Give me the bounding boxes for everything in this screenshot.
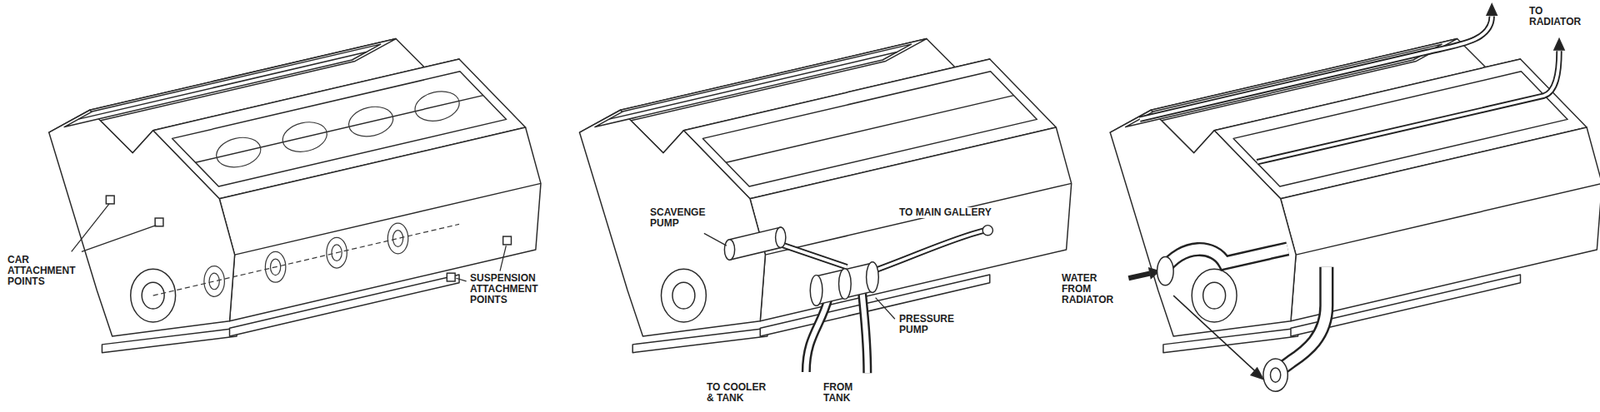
inlet-pipe bbox=[1128, 273, 1151, 279]
bearing-bore bbox=[331, 245, 342, 262]
pump-end bbox=[724, 240, 735, 260]
leader-line bbox=[455, 278, 466, 282]
pipe-outline bbox=[867, 230, 985, 274]
bearing-web bbox=[265, 251, 285, 283]
callout-label: FROM TANK bbox=[822, 382, 868, 405]
water-line bbox=[1173, 295, 1257, 374]
cylinder-bore bbox=[411, 87, 462, 126]
callout-label: TO MAIN GALLERY bbox=[898, 207, 993, 219]
callout-label: PRESSURE PUMP bbox=[898, 314, 967, 336]
leader-lines bbox=[71, 204, 507, 282]
pump-flange bbox=[866, 262, 880, 294]
pipe-core bbox=[867, 230, 985, 274]
water-system bbox=[1128, 4, 1565, 392]
leader-line bbox=[81, 225, 156, 253]
flow-arrow bbox=[1486, 4, 1497, 15]
pipe-core bbox=[1257, 50, 1560, 162]
pipe-core bbox=[805, 298, 829, 373]
flow-arrow bbox=[1554, 39, 1565, 50]
water-pump bbox=[1263, 359, 1288, 392]
engine-view bbox=[49, 39, 541, 354]
pipe-core bbox=[1140, 16, 1492, 120]
water-pump-hub bbox=[1270, 368, 1280, 383]
callout-label: WATER FROM RADIATOR bbox=[1060, 273, 1126, 307]
callout-label: SCAVENGE PUMP bbox=[649, 207, 718, 230]
callout-label: SUSPENSION ATTACHMENT POINTS bbox=[469, 273, 546, 307]
tube-outline bbox=[1163, 249, 1288, 271]
tube-outline bbox=[1275, 267, 1327, 374]
pipe-core bbox=[862, 294, 868, 375]
leader-line bbox=[875, 298, 895, 320]
callout-label: TO COOLER & TANK bbox=[705, 382, 773, 405]
callout-label: CAR ATTACHMENT POINTS bbox=[6, 255, 80, 289]
crank-axis bbox=[153, 224, 460, 296]
bearing-web bbox=[326, 237, 347, 269]
illustration-group bbox=[49, 4, 1600, 392]
leader-line bbox=[500, 245, 506, 272]
cylinder-bore bbox=[345, 102, 396, 141]
flow-arrow bbox=[1250, 368, 1264, 380]
pipe-outline bbox=[862, 294, 868, 375]
leader-line bbox=[71, 204, 110, 253]
water-pump bbox=[1157, 257, 1175, 286]
callout-label: TO RADIATOR bbox=[1528, 5, 1594, 28]
pipe-outline bbox=[805, 298, 829, 373]
attachment-point bbox=[503, 236, 512, 245]
bearing-web bbox=[387, 223, 408, 255]
tube-core bbox=[1163, 249, 1288, 271]
scavenge-pump-body bbox=[730, 227, 781, 260]
cylinder-bore bbox=[280, 118, 330, 157]
oil-system bbox=[724, 225, 993, 375]
bearing-bore bbox=[270, 259, 280, 276]
oil-line bbox=[775, 242, 848, 267]
leader-lines bbox=[704, 233, 895, 320]
pressure-pump-body bbox=[816, 263, 873, 305]
leader-line bbox=[704, 233, 727, 246]
pipe-outline bbox=[1140, 16, 1492, 120]
pump-end bbox=[775, 227, 786, 248]
bearing-bore bbox=[392, 230, 403, 248]
attachment-points bbox=[105, 195, 511, 282]
bearing-bore bbox=[209, 273, 220, 290]
pump-flange bbox=[839, 269, 852, 300]
pump-flange bbox=[810, 275, 823, 307]
pipe-outline bbox=[1257, 50, 1560, 162]
tube-core bbox=[1275, 267, 1327, 374]
gallery-fitting bbox=[982, 225, 993, 236]
attachment-point bbox=[446, 273, 455, 282]
oil-line bbox=[775, 242, 848, 267]
attachment-point bbox=[155, 218, 164, 227]
attachment-point bbox=[105, 195, 115, 205]
phantom-parts bbox=[153, 87, 463, 297]
cylinder-bore bbox=[213, 133, 264, 172]
bearing-web bbox=[204, 266, 225, 298]
